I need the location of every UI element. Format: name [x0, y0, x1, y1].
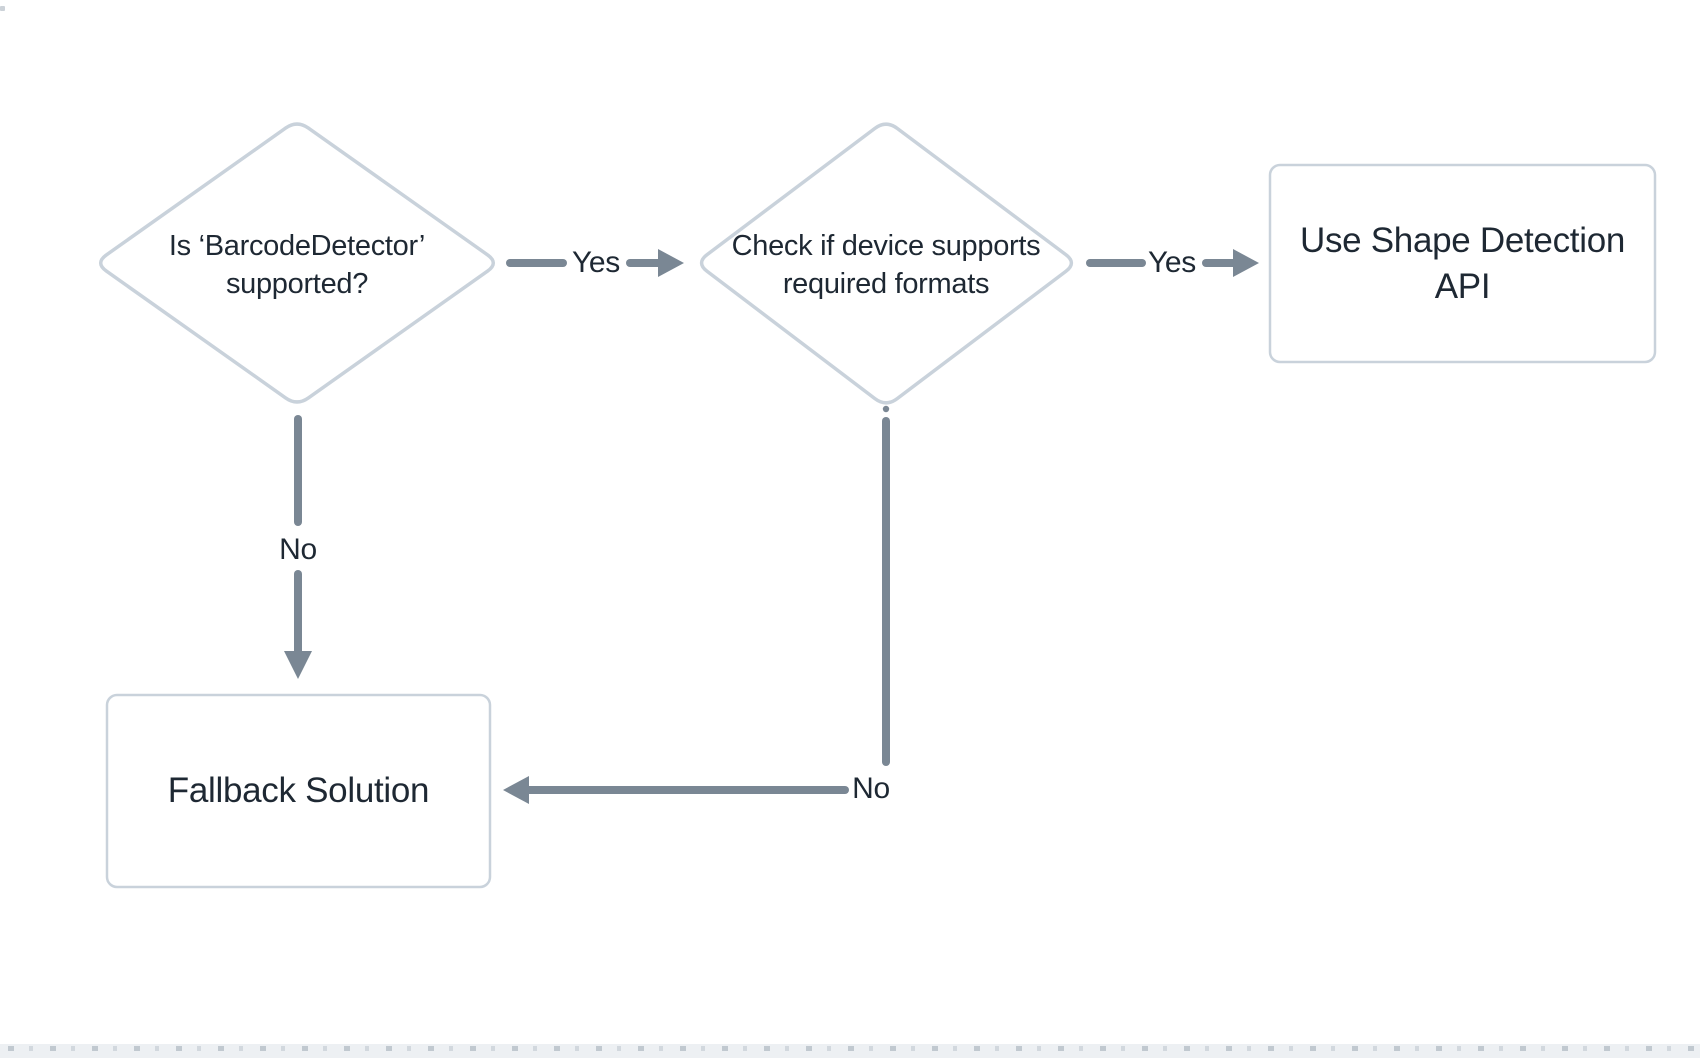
bottom-cutoff-strip	[0, 1044, 1700, 1058]
edge-no1-arrowhead	[284, 651, 312, 679]
decision-diamond-formats	[699, 122, 1074, 405]
edge-no2-connection-dot	[882, 405, 890, 413]
top-left-artifact-mark	[0, 6, 5, 11]
edge-yes1-arrowhead	[658, 249, 684, 277]
process-box-shape-detection	[1268, 163, 1657, 364]
edge-no2-arrowhead	[503, 776, 529, 804]
process-box-fallback	[105, 693, 492, 889]
edge-yes2-arrowhead	[1233, 249, 1259, 277]
decision-diamond-barcodedetector	[98, 122, 496, 404]
